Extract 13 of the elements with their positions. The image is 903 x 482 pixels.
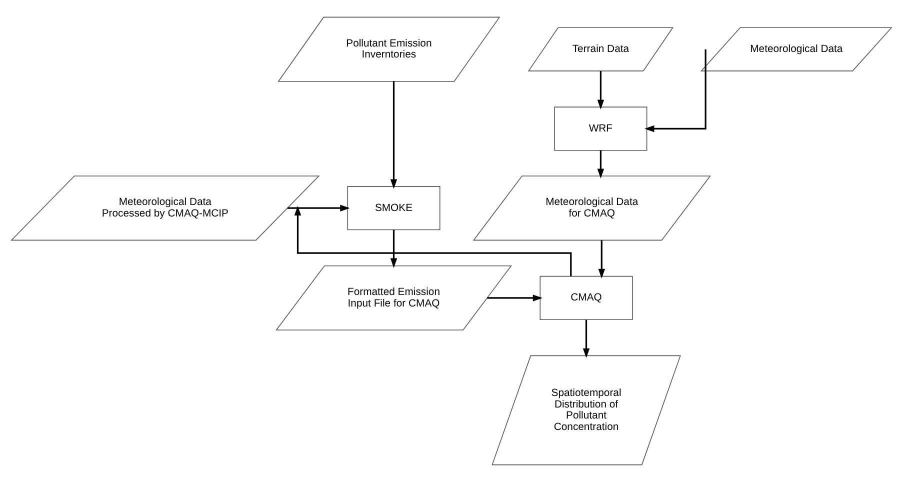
- arrow: [582, 320, 590, 358]
- node-box: WRF: [554, 106, 648, 151]
- arrow: [487, 294, 543, 302]
- arrow: [597, 150, 604, 178]
- arrow: [598, 240, 606, 279]
- arrow: [390, 81, 398, 189]
- node-box: SMOKE: [347, 186, 440, 230]
- arrow: [287, 204, 350, 212]
- arrow: [390, 230, 398, 268]
- arrow: [644, 49, 706, 132]
- arrow: [597, 71, 604, 110]
- node-box: CMAQ: [540, 276, 633, 320]
- arrow: [294, 206, 572, 276]
